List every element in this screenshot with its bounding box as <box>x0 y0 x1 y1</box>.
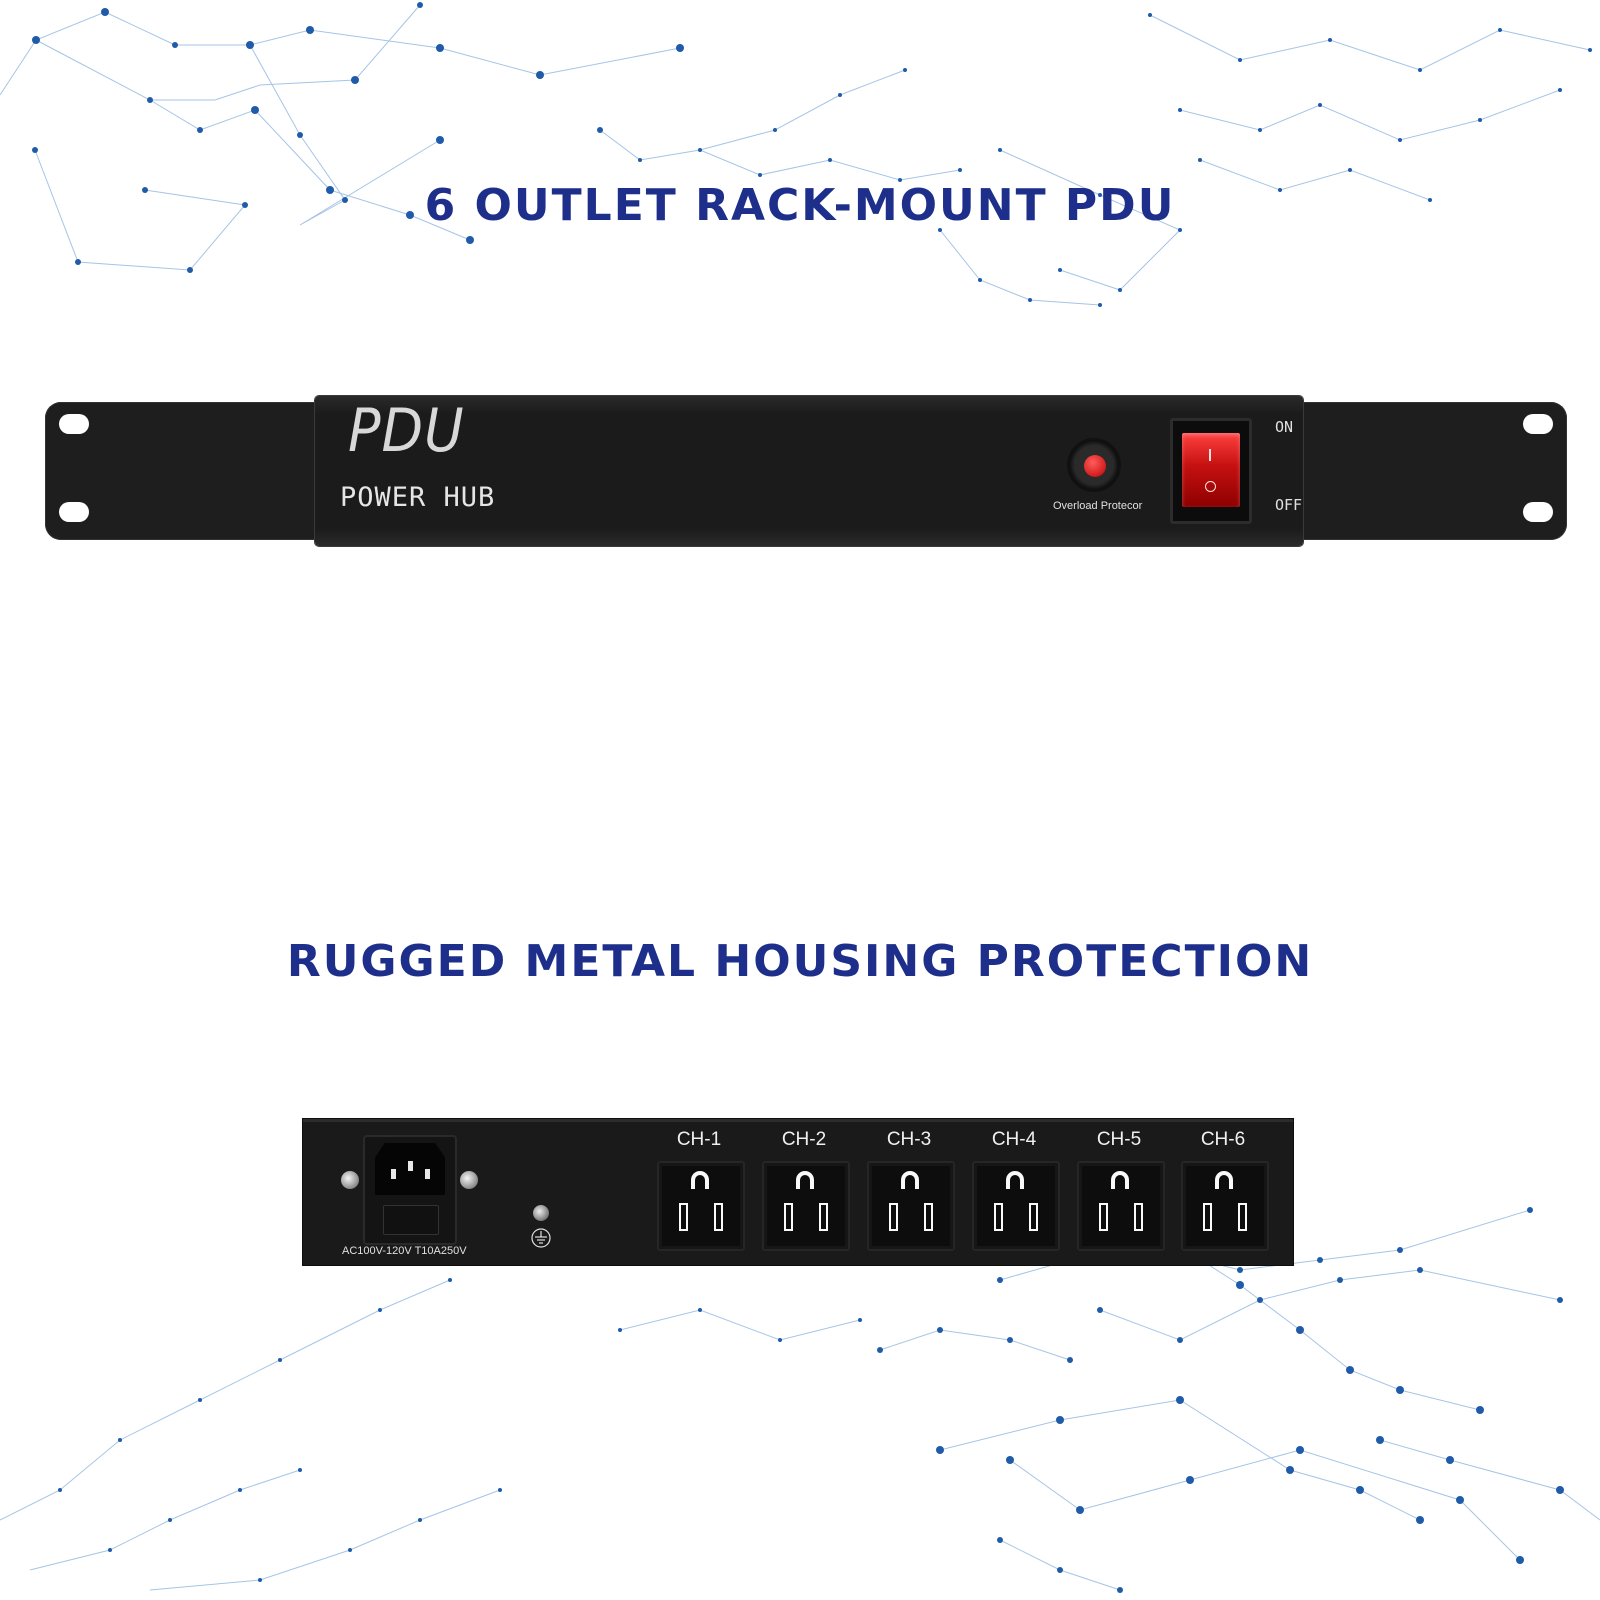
outlet-channel-2: CH-2 <box>756 1125 852 1253</box>
outlet-channel-1: CH-1 <box>651 1125 747 1253</box>
channel-label: CH-3 <box>886 1129 932 1150</box>
rack-ear-right <box>1267 402 1567 540</box>
power-rocker-switch[interactable] <box>1170 418 1252 524</box>
input-rating-label: AC100V-120V T10A250V <box>342 1245 467 1257</box>
outlet-socket-icon[interactable] <box>1077 1161 1165 1251</box>
rocker-switch-face <box>1182 433 1240 507</box>
outlet-channel-3: CH-3 <box>861 1125 957 1253</box>
brand-logo: PDU <box>348 396 465 466</box>
outlet-socket-icon[interactable] <box>657 1161 745 1251</box>
switch-on-label: ON <box>1275 418 1294 436</box>
channel-label: CH-6 <box>1200 1129 1246 1150</box>
mount-hole <box>1523 414 1553 434</box>
iec-pin <box>425 1169 430 1179</box>
channel-label: CH-5 <box>1096 1129 1142 1150</box>
overload-protector-button[interactable] <box>1069 440 1119 490</box>
overload-protector-label: Overload Protecor <box>1053 500 1143 512</box>
outlet-channel-6: CH-6 <box>1175 1125 1271 1253</box>
brand-subtitle: POWER HUB <box>340 482 496 513</box>
pdu-rear-panel: AC100V-120V T10A250V CH-1 CH-2 CH-3 <box>303 1119 1293 1265</box>
front-chassis: PDU POWER HUB Overload Protecor ON OFF <box>315 396 1303 546</box>
iec-power-inlet[interactable] <box>363 1135 457 1245</box>
headline-product-title: 6 OUTLET RACK-MOUNT PDU <box>424 180 1176 231</box>
headline-housing: RUGGED METAL HOUSING PROTECTION <box>286 936 1314 987</box>
outlet-channel-4: CH-4 <box>966 1125 1062 1253</box>
screw-icon <box>341 1171 359 1189</box>
switch-off-label: OFF <box>1275 496 1303 514</box>
ground-screw-icon <box>533 1205 549 1221</box>
fuse-holder[interactable] <box>383 1205 439 1235</box>
outlet-socket-icon[interactable] <box>972 1161 1060 1251</box>
outlet-channel-5: CH-5 <box>1071 1125 1167 1253</box>
rack-ear-left <box>45 402 345 540</box>
iec-c14-socket-icon <box>375 1143 445 1195</box>
outlet-socket-icon[interactable] <box>1181 1161 1269 1251</box>
mount-hole <box>59 502 89 522</box>
ground-symbol-icon <box>531 1228 551 1248</box>
channel-label: CH-1 <box>676 1129 722 1150</box>
reset-button-icon <box>1084 455 1106 477</box>
screw-icon <box>460 1171 478 1189</box>
mount-hole <box>1523 502 1553 522</box>
outlet-socket-icon[interactable] <box>762 1161 850 1251</box>
switch-on-mark-icon <box>1209 449 1211 461</box>
channel-label: CH-4 <box>991 1129 1037 1150</box>
pdu-front-panel: PDU POWER HUB Overload Protecor ON OFF <box>45 396 1567 546</box>
channel-label: CH-2 <box>781 1129 827 1150</box>
iec-pin <box>391 1169 396 1179</box>
outlet-socket-icon[interactable] <box>867 1161 955 1251</box>
network-pattern-top <box>0 2 1592 307</box>
switch-off-mark-icon <box>1205 481 1216 492</box>
iec-pin <box>408 1161 413 1171</box>
mount-hole <box>59 414 89 434</box>
